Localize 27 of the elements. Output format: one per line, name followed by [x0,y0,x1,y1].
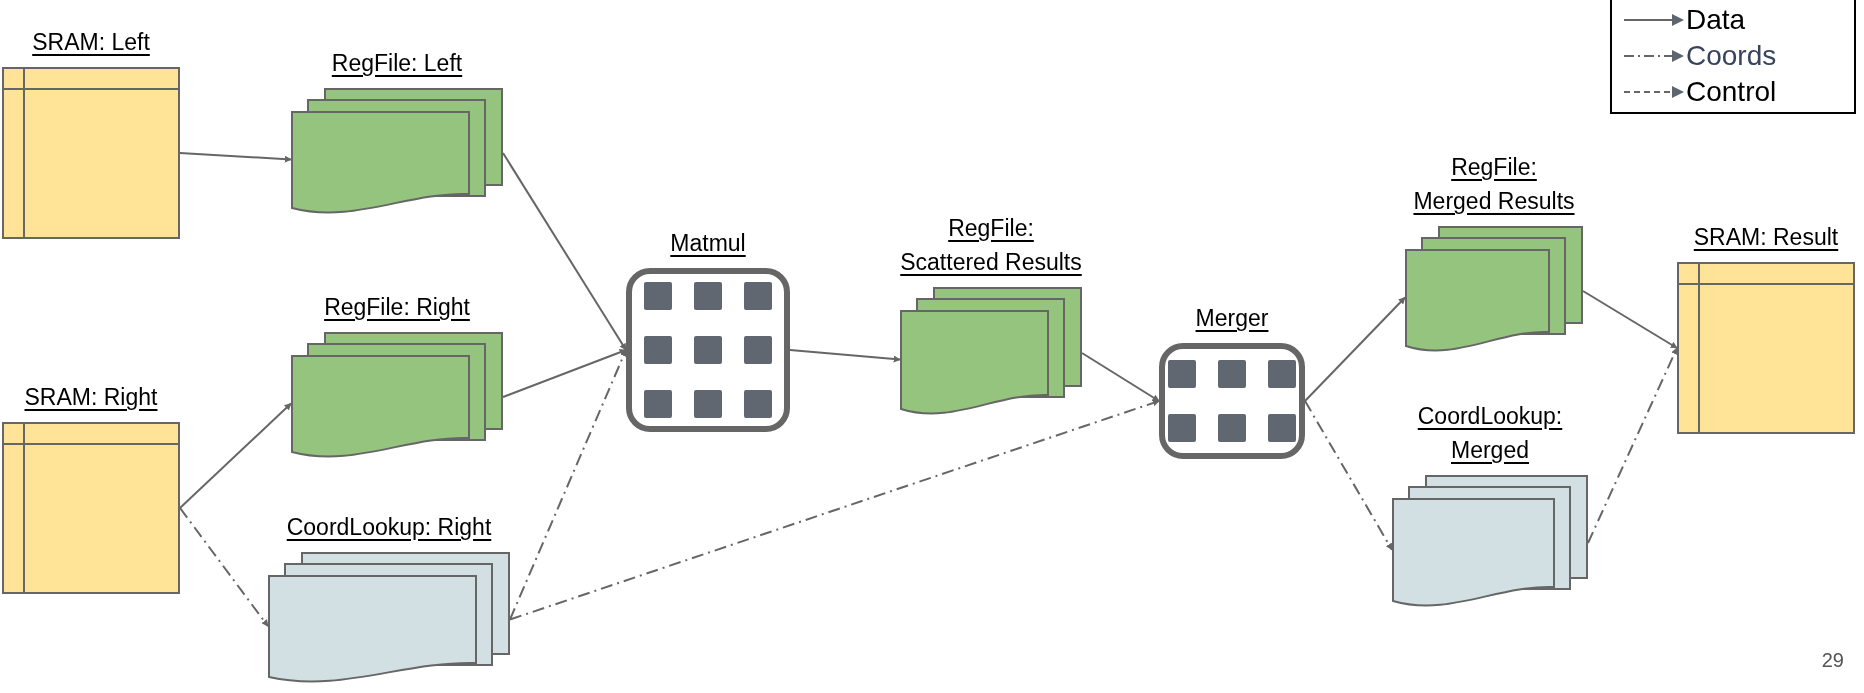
arrow [1304,400,1393,551]
node-title: SRAM: Result [1693,223,1839,252]
node-title: SRAM: Left [32,28,150,57]
node-title: Matmul [670,229,746,258]
node-title: RegFile: Right [324,293,470,322]
arrow [1304,296,1406,402]
arrow [789,349,901,363]
page-number: 29 [1821,648,1844,673]
node-title: CoordLookup: Right [286,513,492,542]
node-title: Merger [1195,304,1269,333]
arrow [1587,347,1678,544]
node-title: CoordLookup: Merged [1416,402,1564,465]
legend-label: Data [1686,3,1746,37]
arrow [502,152,627,351]
node-title: RegFile: Merged Results [1412,153,1576,216]
legend-label: Coords [1686,39,1777,73]
arrow [502,349,627,398]
arrow [1081,352,1160,402]
arrow [179,507,269,628]
arrow [509,399,1160,621]
arrow [1582,290,1678,349]
node-title: SRAM: Right [24,383,158,412]
node-title: RegFile: Left [331,49,463,78]
node-title: RegFile: Scattered Results [899,214,1083,277]
arrow [179,152,292,163]
legend-label: Control [1686,75,1777,109]
arrow [179,402,292,509]
